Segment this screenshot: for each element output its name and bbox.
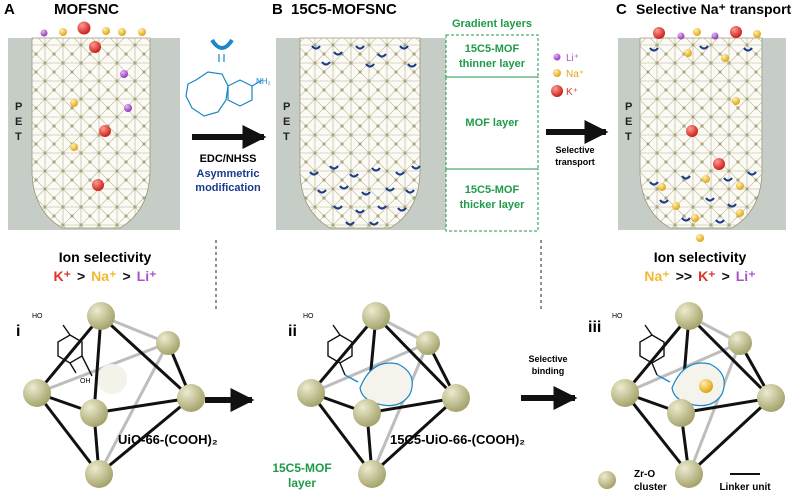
svg-text:P: P: [625, 101, 632, 113]
pore-void-i: [97, 364, 127, 394]
panel-a-letter: A: [4, 1, 15, 18]
svg-text:T: T: [625, 131, 632, 143]
svg-text:E: E: [625, 116, 632, 128]
zr-clusters-i: [23, 302, 205, 488]
linker-structure-iii: [639, 324, 671, 383]
ion-legend: Li⁺ Na⁺ K⁺: [551, 53, 584, 98]
oh-label-i: OH: [80, 378, 91, 385]
panel-a: A MOFSNC P E T: [4, 1, 180, 230]
na-ion-swatch: [553, 69, 561, 77]
nanochannel-b: [299, 37, 421, 229]
svg-text:T: T: [283, 131, 290, 143]
zr-clusters-iii: [611, 302, 785, 488]
svg-text:P: P: [15, 101, 22, 113]
pet-label-c: P E T: [625, 101, 632, 143]
crown-ether-icon: [210, 38, 234, 50]
selectivity-title-a: Ion selectivity: [59, 249, 152, 265]
panel-a-title: MOFSNC: [54, 1, 119, 18]
modification-note-2: modification: [195, 182, 261, 194]
zr-cluster-swatch: [598, 471, 616, 489]
panel-c-title: Selective Na⁺ transport: [636, 1, 792, 17]
mof-layer-label: MOF layer: [465, 117, 519, 129]
octahedron-iii: HO iii: [588, 302, 785, 488]
cluster-label-2: cluster: [634, 482, 667, 493]
name-i: UiO-66-(COOH)₂: [118, 432, 218, 447]
linker-unit-label: Linker unit: [719, 482, 771, 493]
bottom-layer-label-1: 15C5-MOF: [465, 184, 520, 196]
panel-b-title: 15C5-MOFSNC: [291, 1, 397, 18]
reaction-scheme: NH₂ EDC/NHSS Asymmetric modification: [185, 38, 271, 194]
octahedron-i: HO OH i UiO-66-(COOH)₂: [16, 302, 218, 488]
linker-structure-ii: [327, 324, 359, 383]
numeral-ii: ii: [288, 323, 297, 340]
gradient-layer-boxes: [445, 34, 539, 232]
bottom-layer-label-2: thicker layer: [460, 199, 526, 211]
svg-text:T: T: [15, 131, 22, 143]
numeral-i: i: [16, 323, 20, 340]
benzo-15c5-structure: [185, 71, 263, 117]
crown-ether-markers-bottom: [309, 165, 421, 226]
linker-structure-i: [57, 324, 93, 377]
panel-b: B 15C5-MOFSNC P E T Gradient layers 15C5…: [272, 1, 539, 232]
binding-label-2: binding: [532, 366, 565, 376]
selectivity-order-a: K⁺>Na⁺>Li⁺: [53, 268, 156, 284]
layer-label-ii-2: layer: [288, 476, 316, 490]
crown-ether-markers-c: [649, 45, 757, 224]
pet-label-a: P E T: [15, 101, 22, 143]
bound-na-ion: [699, 379, 713, 393]
transport-label-2: transport: [555, 157, 595, 167]
gradient-title: Gradient layers: [452, 18, 532, 30]
selectivity-title-c: Ion selectivity: [654, 249, 747, 265]
ho-label-ii: HO: [303, 313, 314, 320]
na-legend-label: Na⁺: [566, 69, 584, 80]
ho-label-iii: HO: [612, 313, 623, 320]
panel-b-letter: B: [272, 1, 283, 18]
ho-label-i: HO: [32, 313, 43, 320]
zr-clusters-ii: [297, 302, 470, 488]
reagent-label: EDC/NHSS: [200, 153, 257, 165]
nanochannel-c: [639, 37, 763, 229]
svg-text:P: P: [283, 101, 290, 113]
pet-label-b: P E T: [283, 101, 290, 143]
layer-label-ii-1: 15C5-MOF: [272, 461, 331, 475]
panel-c-letter: C: [616, 1, 627, 18]
nanochannel-a: [31, 37, 151, 229]
crown-ether-markers-top: [311, 45, 417, 68]
top-layer-label-2: thinner layer: [459, 58, 526, 70]
k-legend-label: K⁺: [566, 87, 578, 98]
svg-text:E: E: [15, 116, 22, 128]
svg-text:E: E: [283, 116, 290, 128]
top-layer-label-1: 15C5-MOF: [465, 43, 520, 55]
panel-c: C Selective Na⁺ transport P E T: [616, 1, 792, 242]
name-ii: 15C5-UiO-66-(COOH)₂: [390, 432, 525, 447]
octahedron-ii: HO ii 15C5-MOF layer 15C5-UiO-66-(COOH)₂: [272, 302, 525, 490]
k-ion-swatch: [551, 85, 563, 97]
amine-label: NH₂: [256, 77, 271, 86]
ions-c: [653, 26, 761, 242]
cluster-label-1: Zr-O: [634, 469, 655, 480]
transport-label-1: Selective: [555, 145, 594, 155]
selectivity-order-c: Na⁺>>K⁺>Li⁺: [644, 268, 755, 284]
numeral-iii: iii: [588, 319, 601, 336]
li-ion-swatch: [553, 53, 561, 61]
ions-a: [40, 21, 146, 191]
modification-note-1: Asymmetric: [197, 168, 260, 180]
binding-label-1: Selective: [528, 354, 567, 364]
li-legend-label: Li⁺: [566, 53, 579, 64]
